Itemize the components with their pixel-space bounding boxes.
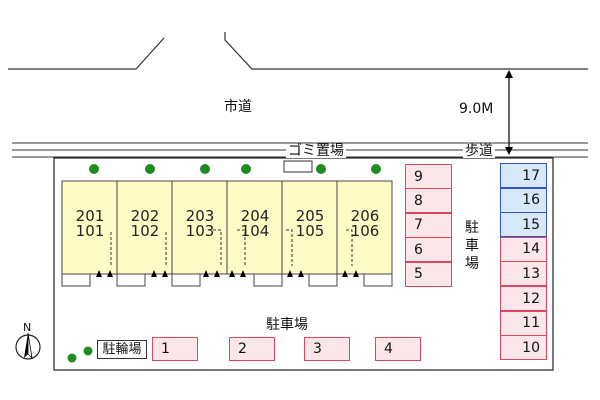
parking-space-number: 16 [522, 192, 540, 209]
bicycle-parking: 駐輪場 [97, 340, 147, 359]
garbage-area-label: ゴミ置場 [286, 143, 346, 159]
parking-space: 3 [304, 337, 350, 361]
parking-label-char: 車 [465, 238, 479, 254]
tree [316, 164, 326, 174]
parking-label-vertical: 駐 車 場 [464, 219, 480, 273]
arrow-head-up [505, 70, 513, 78]
road-edge-upper-right [224, 32, 588, 70]
tree [241, 164, 251, 174]
parking-space: 6 [405, 237, 452, 263]
unit-number-lower: 105 [295, 222, 325, 240]
north-compass-icon [15, 332, 41, 360]
parking-space: 17 [500, 163, 547, 188]
parking-space: 14 [500, 236, 547, 262]
parking-space-number: 8 [414, 192, 423, 209]
unit-number-lower: 102 [130, 222, 160, 240]
tree [145, 164, 155, 174]
parking-space: 10 [500, 335, 547, 361]
parking-space-number: 7 [414, 217, 423, 234]
road-width-label: 9.0M [459, 101, 494, 117]
garbage-area-box [283, 160, 313, 173]
parking-space: 15 [500, 212, 547, 238]
parking-space: 9 [405, 164, 452, 189]
parking-space: 5 [405, 261, 452, 287]
unit-dividers [116, 181, 338, 274]
tree [67, 353, 77, 363]
parking-space-number: 17 [522, 167, 540, 184]
road-edge-upper-left [8, 37, 165, 70]
unit-number-lower: 104 [240, 222, 270, 240]
unit-number-upper: 203 [185, 207, 215, 225]
parking-space-number: 3 [313, 341, 322, 357]
north-label: N [23, 321, 32, 334]
unit-number-lower: 103 [185, 222, 215, 240]
stair-partitions [110, 229, 353, 266]
parking-space-number: 11 [522, 315, 540, 332]
parking-space-number: 4 [384, 341, 393, 357]
parking-space-number: 9 [414, 168, 423, 185]
parking-space-number: 5 [414, 266, 423, 283]
unit-number-upper: 205 [295, 207, 325, 225]
parking-space: 7 [405, 212, 452, 238]
parking-space-number: 13 [522, 265, 540, 282]
parking-space-number: 14 [522, 241, 540, 258]
tree [371, 164, 381, 174]
site-boundary [53, 157, 554, 371]
parking-space-number: 6 [414, 241, 423, 258]
road-label: 市道 [224, 99, 252, 115]
parking-space: 4 [375, 337, 421, 361]
parking-space: 12 [500, 286, 547, 311]
unit-number-lower: 101 [75, 222, 105, 240]
entrance-porches [61, 273, 393, 287]
parking-space: 11 [500, 310, 547, 336]
parking-space: 2 [229, 337, 275, 361]
parking-label-char: 駐 [465, 220, 479, 236]
unit-number-lower: 106 [350, 222, 380, 240]
parking-space: 8 [405, 188, 452, 214]
parking-space-number: 15 [522, 216, 540, 233]
parking-label-char: 場 [465, 256, 479, 272]
arrow-head-down [505, 147, 513, 155]
parking-space-number: 10 [522, 339, 540, 356]
parking-space-number: 1 [161, 341, 170, 357]
unit-number-upper: 202 [130, 207, 160, 225]
tree [89, 164, 99, 174]
entrance-markers [96, 270, 359, 277]
parking-space-number: 12 [522, 290, 540, 307]
unit-number-upper: 206 [350, 207, 380, 225]
parking-space: 1 [152, 337, 198, 361]
parking-space: 16 [500, 187, 547, 213]
parking-space: 13 [500, 261, 547, 287]
trees [67, 164, 381, 363]
unit-number-upper: 204 [240, 207, 270, 225]
unit-number-upper: 201 [75, 207, 105, 225]
parking-space-number: 2 [238, 341, 247, 357]
parking-label: 駐車場 [266, 317, 308, 333]
tree [200, 164, 210, 174]
sidewalk-label: 歩道 [463, 143, 495, 159]
tree [83, 346, 93, 356]
